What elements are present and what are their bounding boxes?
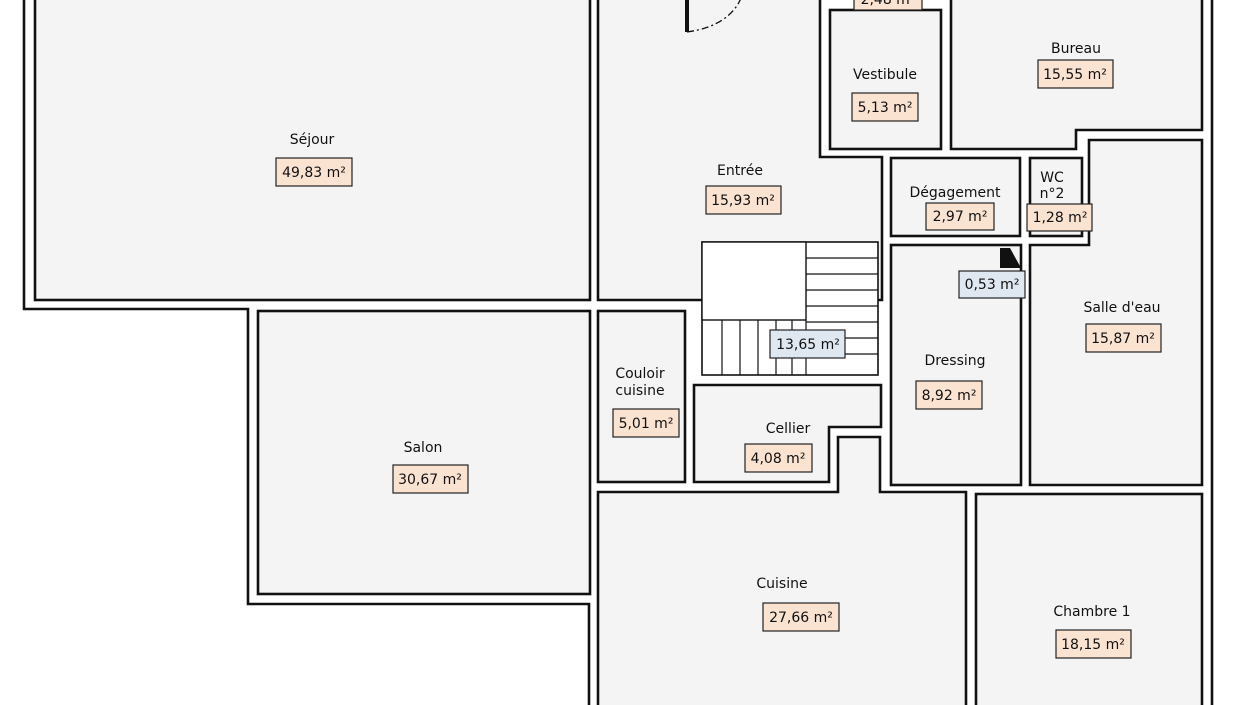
area-placard: 0,53 m² — [965, 277, 1020, 293]
stair-landing — [701, 241, 807, 321]
area-box-entree — [705, 185, 782, 215]
room-entree[interactable] — [596, 0, 884, 302]
area-chambre-1: 18,15 m² — [1061, 637, 1125, 653]
area-sejour: 49,83 m² — [282, 165, 346, 181]
label-cuisine: Cuisine — [756, 576, 807, 592]
area-box-couloir — [612, 408, 680, 438]
label-salon: Salon — [404, 440, 443, 456]
area-box-bureau — [1037, 59, 1114, 89]
area-wc2: 1,28 m² — [1033, 210, 1088, 226]
area-box-salon — [392, 464, 469, 494]
label-couloir-line1: Couloir — [615, 366, 665, 382]
label-dressing: Dressing — [924, 353, 985, 369]
label-chambre-1: Chambre 1 — [1053, 604, 1130, 620]
outer-wall — [22, 0, 591, 705]
room-salle-eau[interactable] — [1028, 138, 1204, 487]
area-box-cuisine — [762, 602, 840, 632]
room-cuisine[interactable] — [596, 435, 968, 705]
area-vestibule: 5,13 m² — [858, 100, 913, 116]
area-box-escalier — [769, 329, 846, 359]
room-cellier[interactable] — [692, 383, 883, 484]
area-box-wc2 — [1026, 203, 1093, 232]
label-degagement: Dégagement — [910, 185, 1001, 201]
closet-marker — [1000, 248, 1021, 268]
area-salon: 30,67 m² — [398, 472, 462, 488]
area-couloir: 5,01 m² — [619, 416, 674, 432]
area-salle-eau: 15,87 m² — [1091, 331, 1155, 347]
area-degagement: 2,97 m² — [933, 209, 988, 225]
area-box-degagement — [925, 202, 995, 231]
room-couloir-cuisine[interactable] — [596, 309, 687, 484]
area-entree: 15,93 m² — [711, 193, 775, 209]
area-box-cellier — [744, 443, 813, 473]
area-box-placard — [958, 270, 1026, 299]
label-wc2-line1: WC — [1040, 170, 1064, 186]
area-box-sejour — [275, 157, 353, 187]
room-chambre-1[interactable] — [974, 492, 1204, 705]
area-box-top-partial — [853, 0, 923, 11]
area-cellier: 4,08 m² — [751, 451, 806, 467]
label-wc2-line2: n°2 — [1040, 186, 1065, 202]
label-vestibule: Vestibule — [853, 67, 917, 83]
area-box-chambre-1 — [1055, 629, 1132, 659]
room-sejour[interactable] — [33, 0, 592, 302]
door-swing — [686, 0, 741, 33]
label-entree: Entrée — [717, 163, 763, 179]
area-dressing: 8,92 m² — [922, 388, 977, 404]
label-bureau: Bureau — [1051, 41, 1101, 57]
label-cellier: Cellier — [766, 421, 811, 437]
area-cuisine: 27,66 m² — [769, 610, 833, 626]
area-bureau: 15,55 m² — [1043, 67, 1107, 83]
area-box-dressing — [915, 380, 983, 410]
area-box-vestibule — [851, 92, 919, 122]
area-box-salle-eau — [1085, 323, 1162, 353]
area-top-partial: 2,48 m² — [861, 0, 916, 8]
room-salon[interactable] — [256, 309, 592, 596]
label-sejour: Séjour — [290, 132, 335, 148]
label-couloir-line2: cuisine — [615, 383, 664, 399]
label-salle-eau: Salle d'eau — [1083, 300, 1160, 316]
stair-steps-horizontal — [806, 257, 878, 355]
area-escalier: 13,65 m² — [776, 337, 840, 353]
